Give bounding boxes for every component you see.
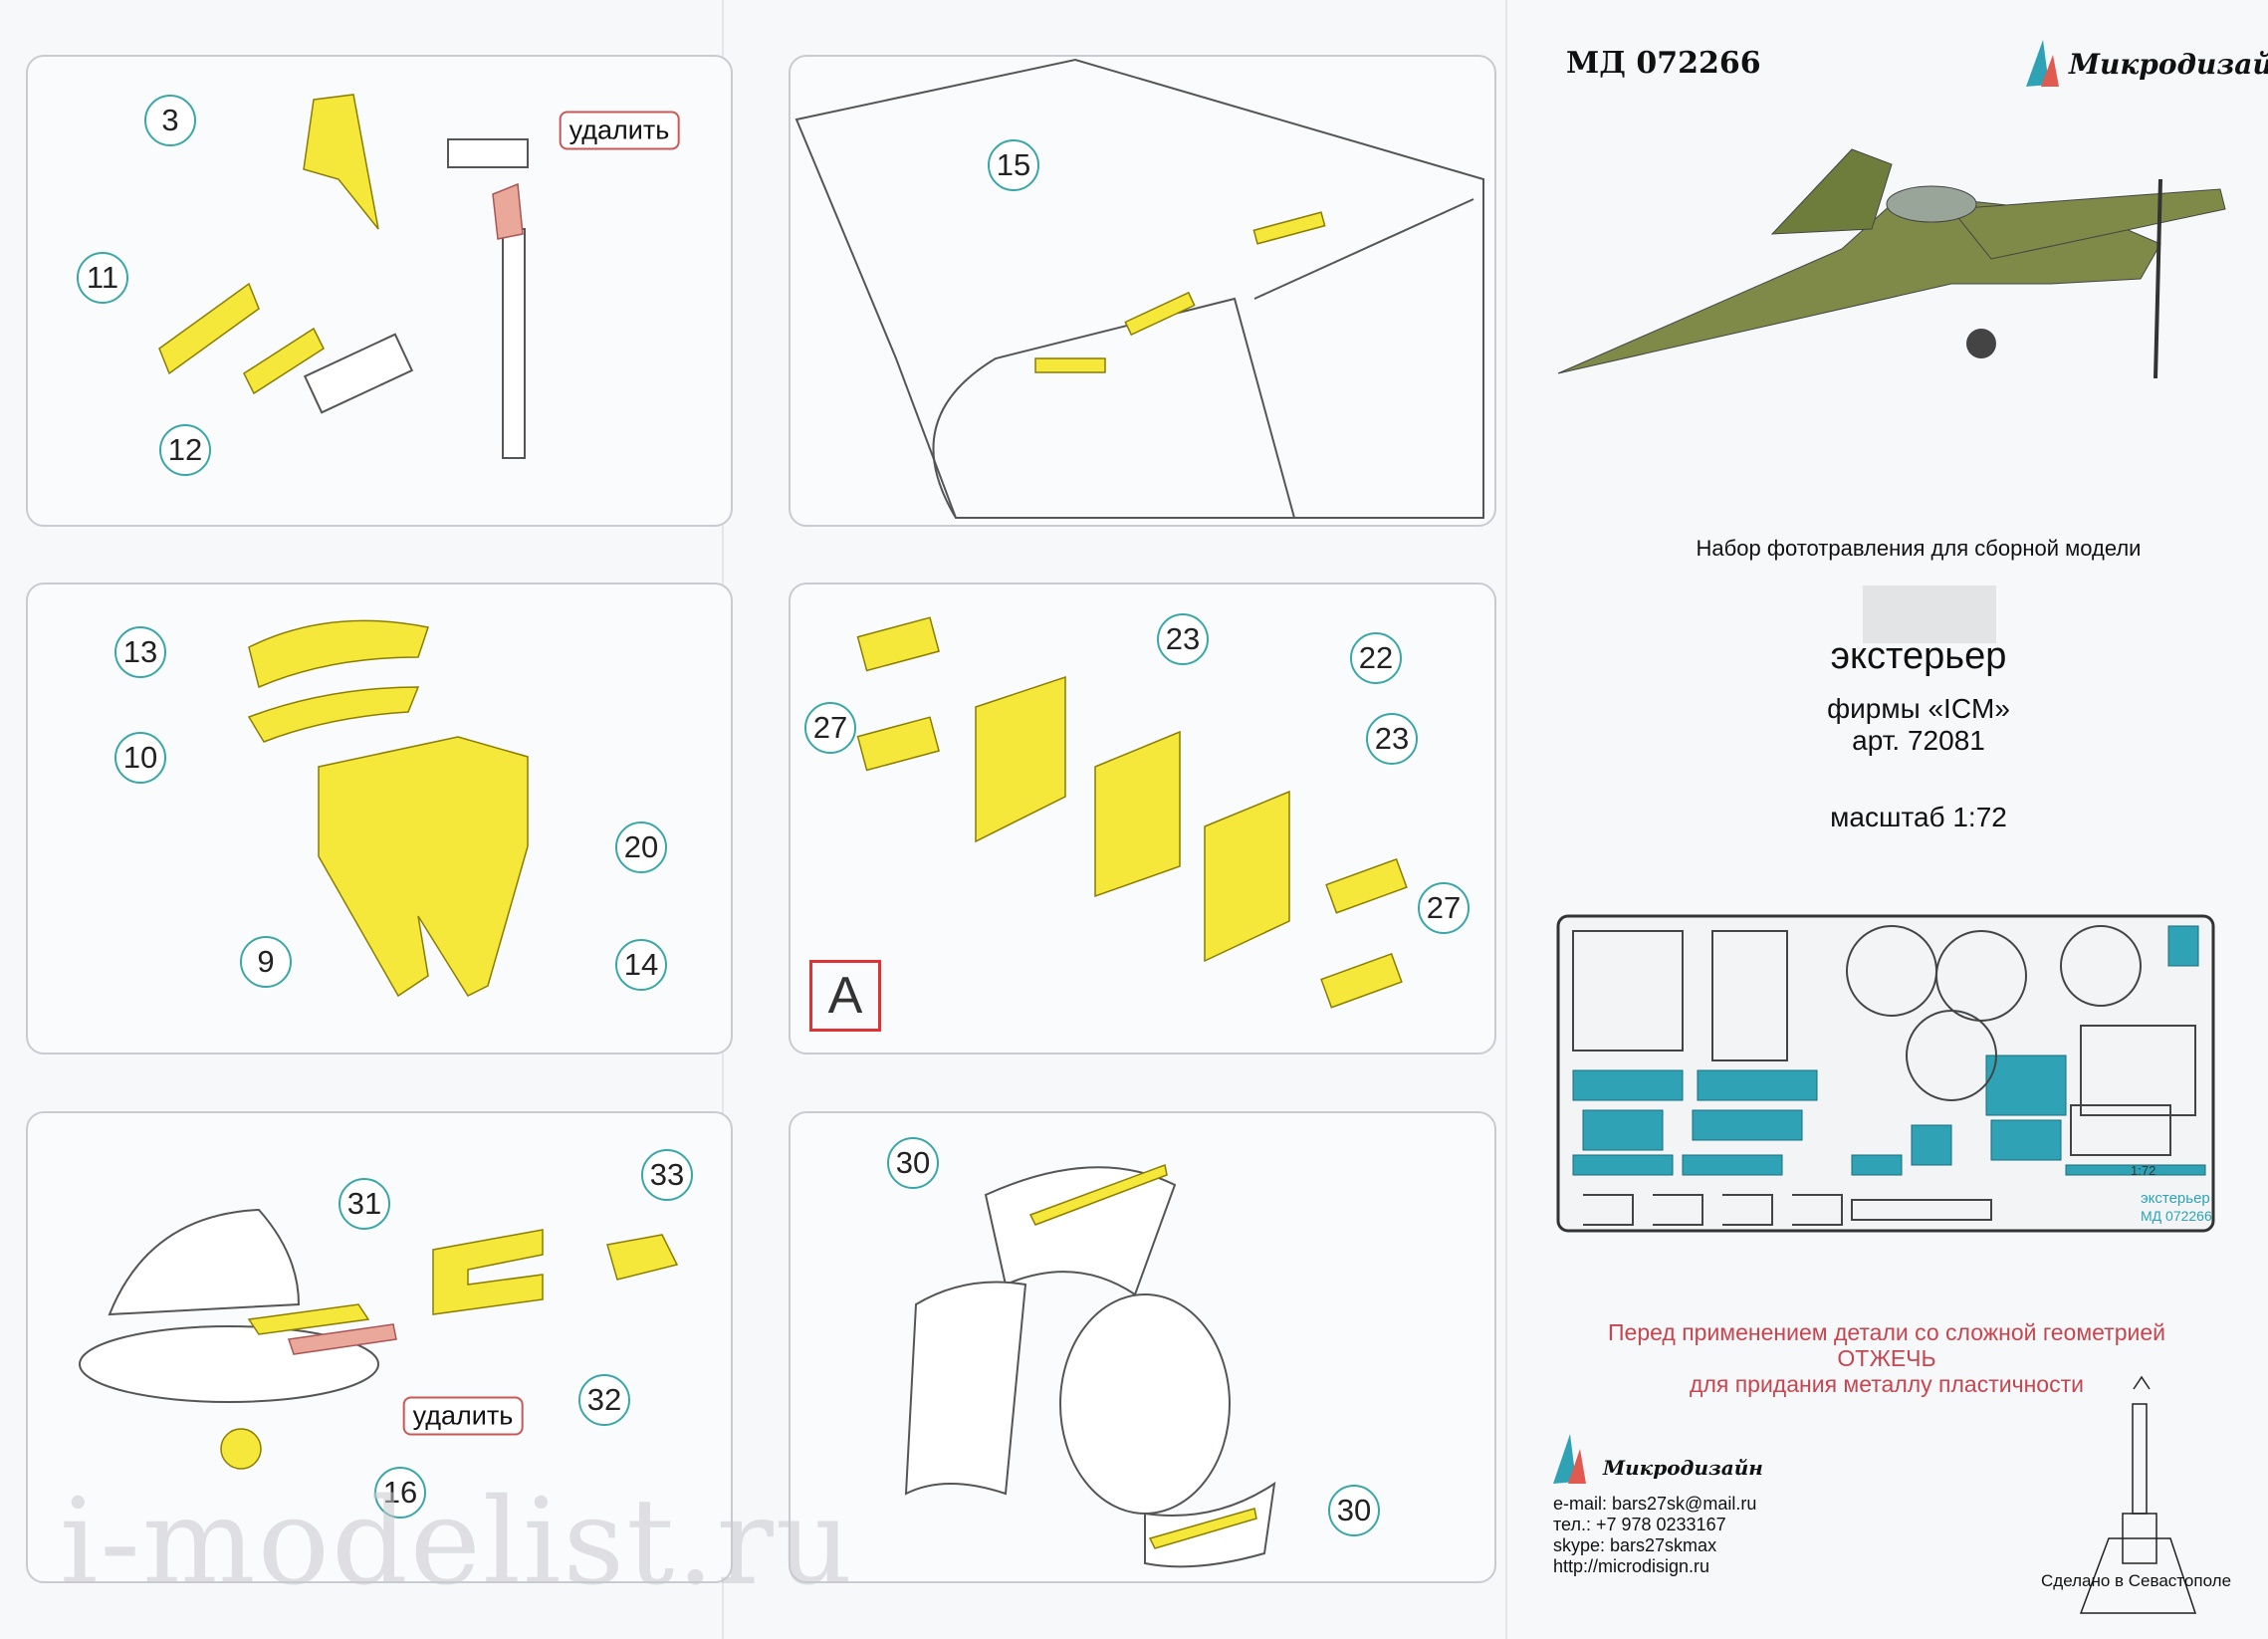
callout-part: 22	[1350, 632, 1402, 684]
fold-line	[1505, 0, 1507, 1639]
contact-phone: тел.: +7 978 0233167	[1553, 1515, 1726, 1534]
callout-part: 27	[804, 702, 856, 754]
warning-line-3: для придания металлу пластичности	[1690, 1371, 2084, 1397]
panel-step-2	[789, 55, 1496, 527]
callout-part: 31	[339, 1178, 390, 1230]
product-name: экстерьер	[1830, 635, 2007, 677]
fret-scale: 1:72	[2131, 1163, 2156, 1178]
product-code: МД 072266	[1566, 46, 1761, 81]
part-outlines	[79, 58, 1484, 1568]
callout-part: 14	[615, 939, 667, 991]
contact-skype: skype: bars27skmax	[1553, 1535, 1717, 1555]
callout-part: 23	[1157, 613, 1209, 665]
removed-parts	[288, 182, 524, 1355]
callout-part: 9	[240, 936, 292, 988]
callout-part: 23	[1366, 713, 1418, 765]
photo-etch-fret-preview	[1556, 914, 2215, 1233]
remove-label: удалить	[559, 111, 680, 150]
callout-part: 20	[615, 821, 667, 873]
watermark: i-modelist.ru	[60, 1474, 855, 1612]
product-article: арт. 72081	[1852, 725, 1985, 756]
callout-part: 12	[159, 424, 211, 476]
microdesign-logo-icon	[1553, 40, 2059, 1484]
section-marker: A	[809, 960, 881, 1032]
photo-etched-parts	[158, 94, 1408, 1549]
callout-part: 30	[1328, 1485, 1380, 1536]
warning-line-1: Перед применением детали со сложной геом…	[1607, 1319, 2166, 1345]
sevastopol-monument-icon	[2079, 1375, 2197, 1614]
product-scale: масштаб 1:72	[1830, 802, 2007, 832]
callout-part: 30	[887, 1137, 939, 1189]
made-in: Сделано в Севастополе	[2041, 1571, 2232, 1590]
aircraft-illustration	[1557, 148, 2226, 379]
contact-website: http://microdisign.ru	[1553, 1556, 1710, 1576]
callout-part: 33	[641, 1149, 693, 1201]
product-subtitle: Набор фототравления для сборной модели	[1696, 536, 2142, 561]
remove-label: удалить	[402, 1396, 524, 1436]
callout-part: 13	[114, 626, 166, 678]
callout-part: 15	[988, 139, 1039, 191]
contacts-brand: Микродизайн	[1603, 1456, 1763, 1480]
contact-email: e-mail: bars27sk@mail.ru	[1553, 1494, 1757, 1514]
callout-part: 16	[374, 1467, 426, 1519]
callout-part: 32	[578, 1374, 630, 1426]
callout-part: 3	[144, 95, 196, 146]
brand-name: Микродизайн	[2069, 48, 2268, 81]
blurred-label	[1863, 585, 1996, 643]
fret-label: экстерьер	[2141, 1190, 2210, 1207]
callout-part: 10	[114, 732, 166, 784]
callout-part: 11	[77, 252, 128, 304]
fret-code: МД 072266	[2141, 1208, 2212, 1224]
callout-part: 27	[1418, 882, 1470, 934]
warning-line-2: ОТЖЕЧЬ	[1837, 1345, 1936, 1371]
product-maker: фирмы «ICM»	[1827, 693, 2010, 724]
